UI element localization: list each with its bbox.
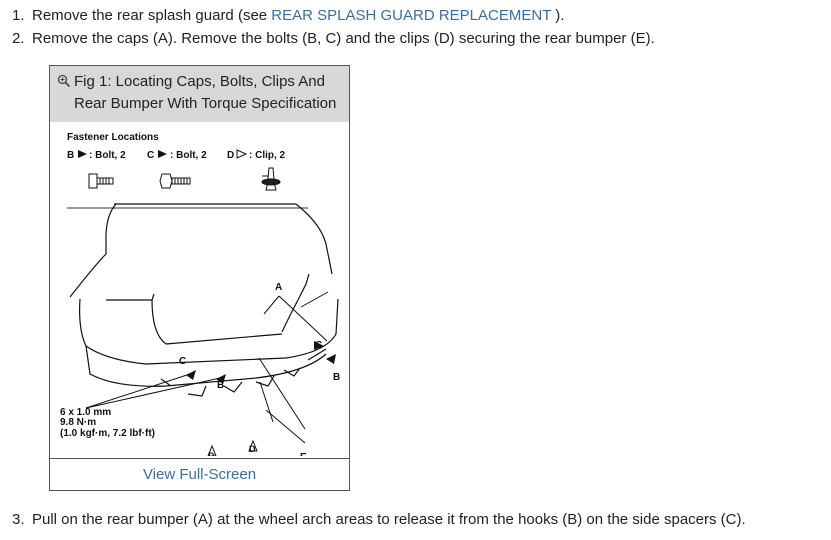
- filled-arrow-icon: [78, 150, 87, 158]
- callout-c-left: C: [179, 356, 186, 367]
- callout-d-left: D: [208, 451, 215, 456]
- legend-c-desc: : Bolt, 2: [170, 150, 207, 161]
- legend-b-desc: : Bolt, 2: [89, 150, 126, 161]
- bolt-c-icon: [159, 173, 191, 189]
- figure-title: Fig 1: Locating Caps, Bolts, Clips And R…: [74, 73, 337, 112]
- figure-header: Fig 1: Locating Caps, Bolts, Clips And R…: [50, 66, 349, 122]
- legend-c-letter: C: [147, 150, 154, 161]
- bolt-b-arrow: [216, 374, 226, 384]
- filled-arrow-icon: [158, 150, 167, 158]
- rear-splash-guard-link[interactable]: REAR SPLASH GUARD REPLACEMENT: [271, 7, 552, 24]
- car-rear-outline: [69, 203, 339, 397]
- step-text: Pull on the rear bumper (A) at the wheel…: [32, 511, 746, 528]
- spec-torque-alt: (1.0 kgf·m, 7.2 lbf·ft): [60, 428, 155, 439]
- step-number: 1.: [12, 7, 25, 24]
- view-full-screen-link[interactable]: View Full-Screen: [142, 466, 257, 483]
- legend-b-letter: B: [67, 150, 74, 161]
- step-text: Remove the caps (A). Remove the bolts (B…: [32, 30, 655, 47]
- bolt-c-side-arrow: [314, 341, 324, 350]
- bolt-c-arrow: [186, 370, 196, 380]
- figure-divider: [50, 458, 349, 459]
- leader-lines: [85, 291, 329, 444]
- step-number: 3.: [12, 511, 25, 528]
- step-text: Remove the rear splash guard (see: [32, 7, 272, 24]
- callout-d-right: D: [249, 444, 256, 454]
- spec-size: 6 x 1.0 mm: [60, 407, 111, 418]
- callout-a: A: [275, 282, 282, 293]
- step-1: 1. Remove the rear splash guard (see REAR…: [12, 7, 564, 25]
- callout-b-right: B: [333, 372, 340, 383]
- outline-arrow-icon: [236, 149, 248, 159]
- bolt-b-side-arrow: [326, 354, 336, 364]
- spec-torque: 9.8 N·m: [60, 417, 96, 428]
- legend-d-desc: : Clip, 2: [249, 150, 286, 161]
- fastener-heading: Fastener Locations: [67, 132, 159, 143]
- step-text-end: ).: [551, 7, 565, 24]
- legend-d-letter: D: [227, 150, 234, 161]
- figure-panel: Fig 1: Locating Caps, Bolts, Clips And R…: [49, 65, 350, 491]
- clip-d-icon: [261, 167, 281, 191]
- zoom-in-icon[interactable]: [57, 74, 71, 88]
- callout-e: E: [300, 452, 307, 456]
- step-2: 2. Remove the caps (A). Remove the bolts …: [12, 30, 655, 48]
- bolt-b-icon: [88, 173, 114, 189]
- rear-bumper-diagram[interactable]: Fastener Locations B : Bolt, 2 C : Bolt,…: [56, 124, 345, 456]
- step-number: 2.: [12, 30, 25, 47]
- callout-c-right: C: [315, 340, 322, 351]
- clip-d-arrow-right: [248, 439, 258, 452]
- clip-d-arrow-left: [207, 444, 217, 456]
- step-3: 3. Pull on the rear bumper (A) at the whe…: [12, 511, 746, 529]
- callout-b-left: B: [217, 380, 224, 391]
